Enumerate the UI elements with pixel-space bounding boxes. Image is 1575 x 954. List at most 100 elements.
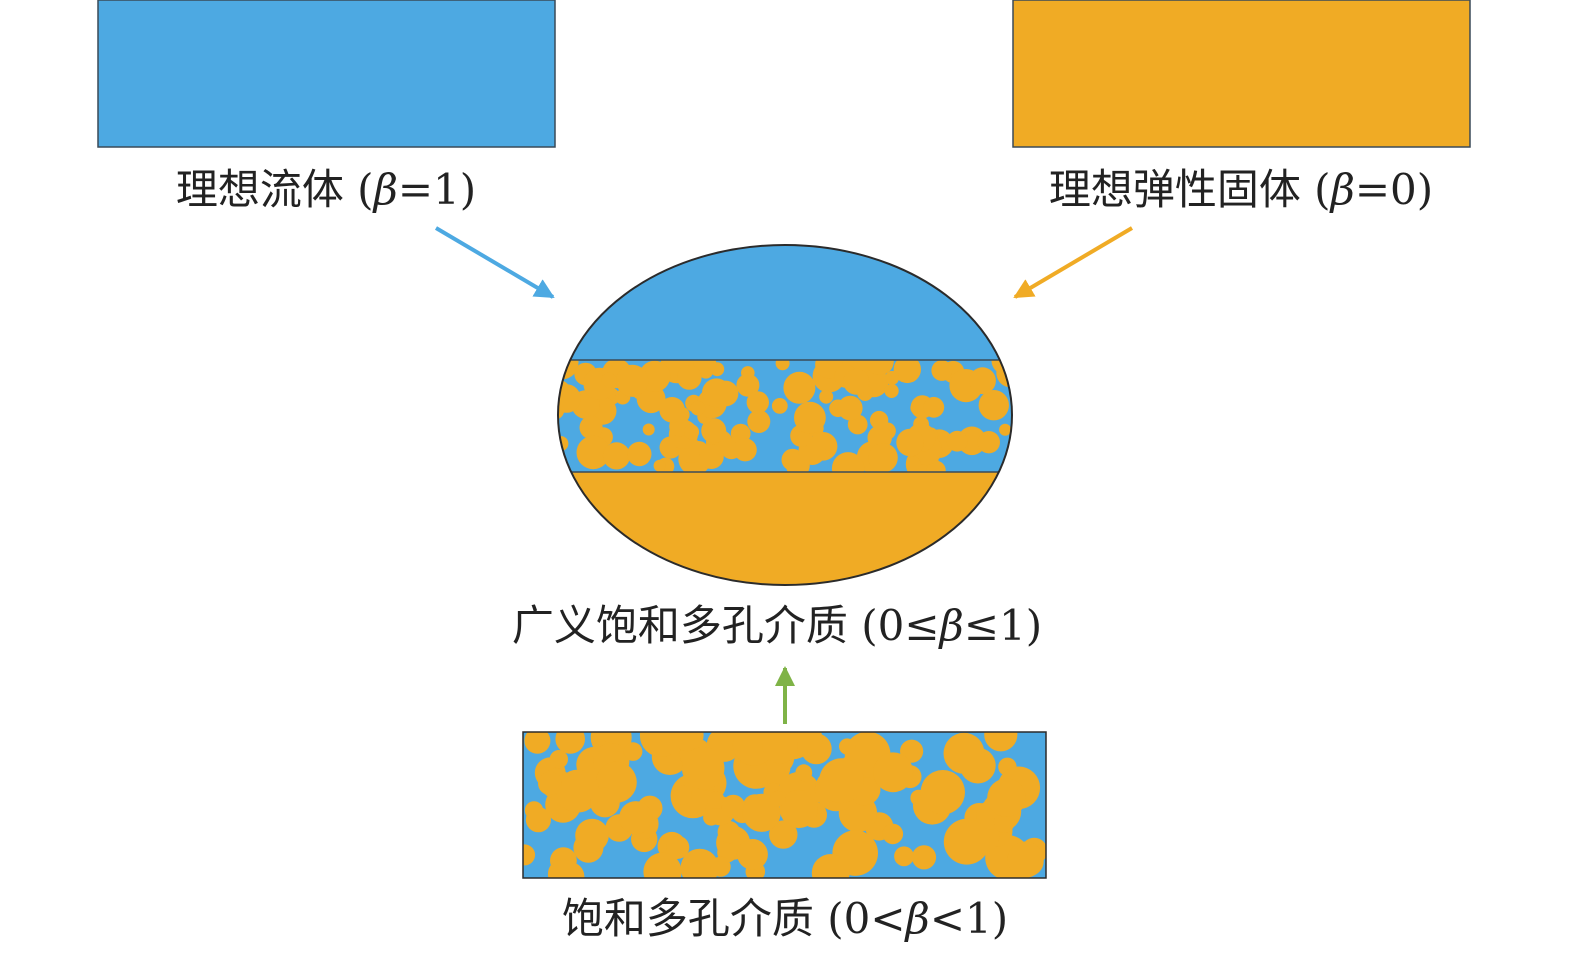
solid-grain	[623, 742, 643, 761]
solid-grain	[815, 360, 843, 379]
solid-grain	[547, 859, 578, 878]
solid-grain	[699, 444, 724, 469]
solid-grain	[653, 459, 666, 472]
solid-grain	[819, 758, 864, 804]
solid-grain	[946, 430, 968, 452]
solid-grain	[865, 360, 893, 375]
solid-grain	[769, 790, 786, 807]
solid-grain	[868, 443, 898, 472]
solid-grain	[717, 820, 740, 844]
solid-grain	[602, 442, 631, 470]
solid-grain	[524, 732, 551, 754]
solid-grain	[681, 746, 725, 790]
solid-grain	[579, 415, 603, 440]
solid-grain	[576, 435, 610, 470]
solid-grain	[882, 823, 904, 845]
solid-grain	[642, 423, 655, 436]
solid-to-generalized-arrow	[1013, 226, 1134, 299]
solid-grain	[677, 365, 702, 390]
ideal-elastic-solid-box	[1012, 0, 1471, 148]
solid-grain	[701, 418, 727, 444]
solid-grain	[558, 360, 579, 380]
solid-grain	[666, 835, 690, 859]
solid-grain	[538, 771, 562, 796]
ideal-fluid-label-suffix: =1)	[398, 165, 476, 214]
solid-grain	[747, 410, 771, 433]
solid-grain	[795, 764, 813, 782]
ideal-elastic-solid-label-beta: β	[1329, 165, 1355, 214]
ideal-elastic-solid-label: 理想弹性固体 (β=0)	[1049, 165, 1433, 214]
generalized-medium-label-prefix: 广义饱和多孔介质 (0≤	[512, 601, 940, 650]
solid-grain	[737, 839, 768, 870]
solid-grain	[707, 791, 725, 809]
saturated-porous-medium-label: 饱和多孔介质 (0<β<1)	[562, 894, 1008, 943]
solid-grain	[894, 846, 914, 867]
solid-grain	[843, 368, 870, 395]
solid-grain	[525, 807, 552, 833]
solid-grain	[575, 818, 609, 853]
solid-grain	[884, 383, 899, 398]
solid-grain	[779, 789, 818, 829]
solid-grain	[920, 770, 965, 815]
solid-grain	[943, 818, 990, 865]
solid-grain	[911, 845, 937, 870]
solid-grain	[702, 378, 731, 408]
solid-grain	[736, 373, 760, 397]
generalized-medium-label-suffix: ≤1)	[964, 601, 1042, 650]
solid-grain	[969, 367, 996, 395]
solid-grain	[993, 812, 1015, 833]
solid-grain	[999, 423, 1012, 436]
solid-grain	[811, 854, 850, 878]
solid-grain	[771, 398, 788, 414]
solid-grain	[733, 438, 757, 462]
solid-grain	[896, 428, 924, 457]
ellipse-porous-grains	[558, 360, 1012, 472]
solid-grain	[987, 778, 1026, 817]
solid-grain	[639, 732, 683, 757]
saturated-porous-medium-box	[522, 731, 1047, 879]
solid-grain	[926, 460, 946, 472]
solid-grain	[781, 448, 804, 471]
saturated-porous-medium-label-beta: β	[904, 894, 930, 943]
solid-grain	[819, 389, 834, 404]
solid-grain	[671, 732, 704, 752]
generalized-medium-label-beta: β	[938, 601, 964, 650]
solid-grain	[590, 787, 620, 818]
solid-grain	[673, 785, 692, 805]
solid-grain	[873, 752, 914, 793]
solid-grain	[549, 750, 568, 769]
solid-grain	[783, 371, 816, 404]
solid-grain	[523, 844, 536, 866]
solid-grain	[627, 441, 652, 467]
solid-grain	[690, 400, 706, 416]
solid-grain	[893, 360, 921, 384]
solid-grain	[977, 431, 1000, 454]
solid-grain	[1007, 841, 1044, 878]
generalized-medium-label: 广义饱和多孔介质 (0≤β≤1)	[512, 601, 1042, 650]
solid-grain	[869, 410, 889, 430]
solid-grain	[741, 366, 755, 380]
solid-grain	[659, 397, 685, 423]
solid-grain	[769, 820, 798, 849]
porous-box-outline	[522, 731, 1047, 879]
ellipse-fluid-region	[558, 245, 1012, 360]
solid-grain	[839, 738, 856, 755]
ideal-elastic-solid-label-prefix: 理想弹性固体 (	[1049, 165, 1331, 214]
generalized-medium-ellipse	[557, 244, 1013, 586]
solid-grain	[837, 395, 863, 421]
solid-grain	[555, 732, 585, 754]
saturated-porous-medium-label-prefix: 饱和多孔介质 (0<	[562, 894, 906, 943]
ideal-elastic-solid-label-suffix: =0)	[1355, 165, 1433, 214]
solid-grain	[775, 360, 790, 371]
porous-box-grains	[523, 732, 1046, 878]
solid-grain	[978, 390, 1009, 421]
solid-grain	[906, 456, 921, 471]
solid-grain	[923, 396, 945, 418]
ideal-fluid-label-prefix: 理想流体 (	[176, 165, 374, 214]
solid-grain	[558, 384, 581, 413]
solid-grain	[984, 732, 1018, 752]
solid-grain	[643, 852, 682, 878]
solid-grain	[931, 360, 953, 381]
solid-grain	[710, 856, 731, 877]
